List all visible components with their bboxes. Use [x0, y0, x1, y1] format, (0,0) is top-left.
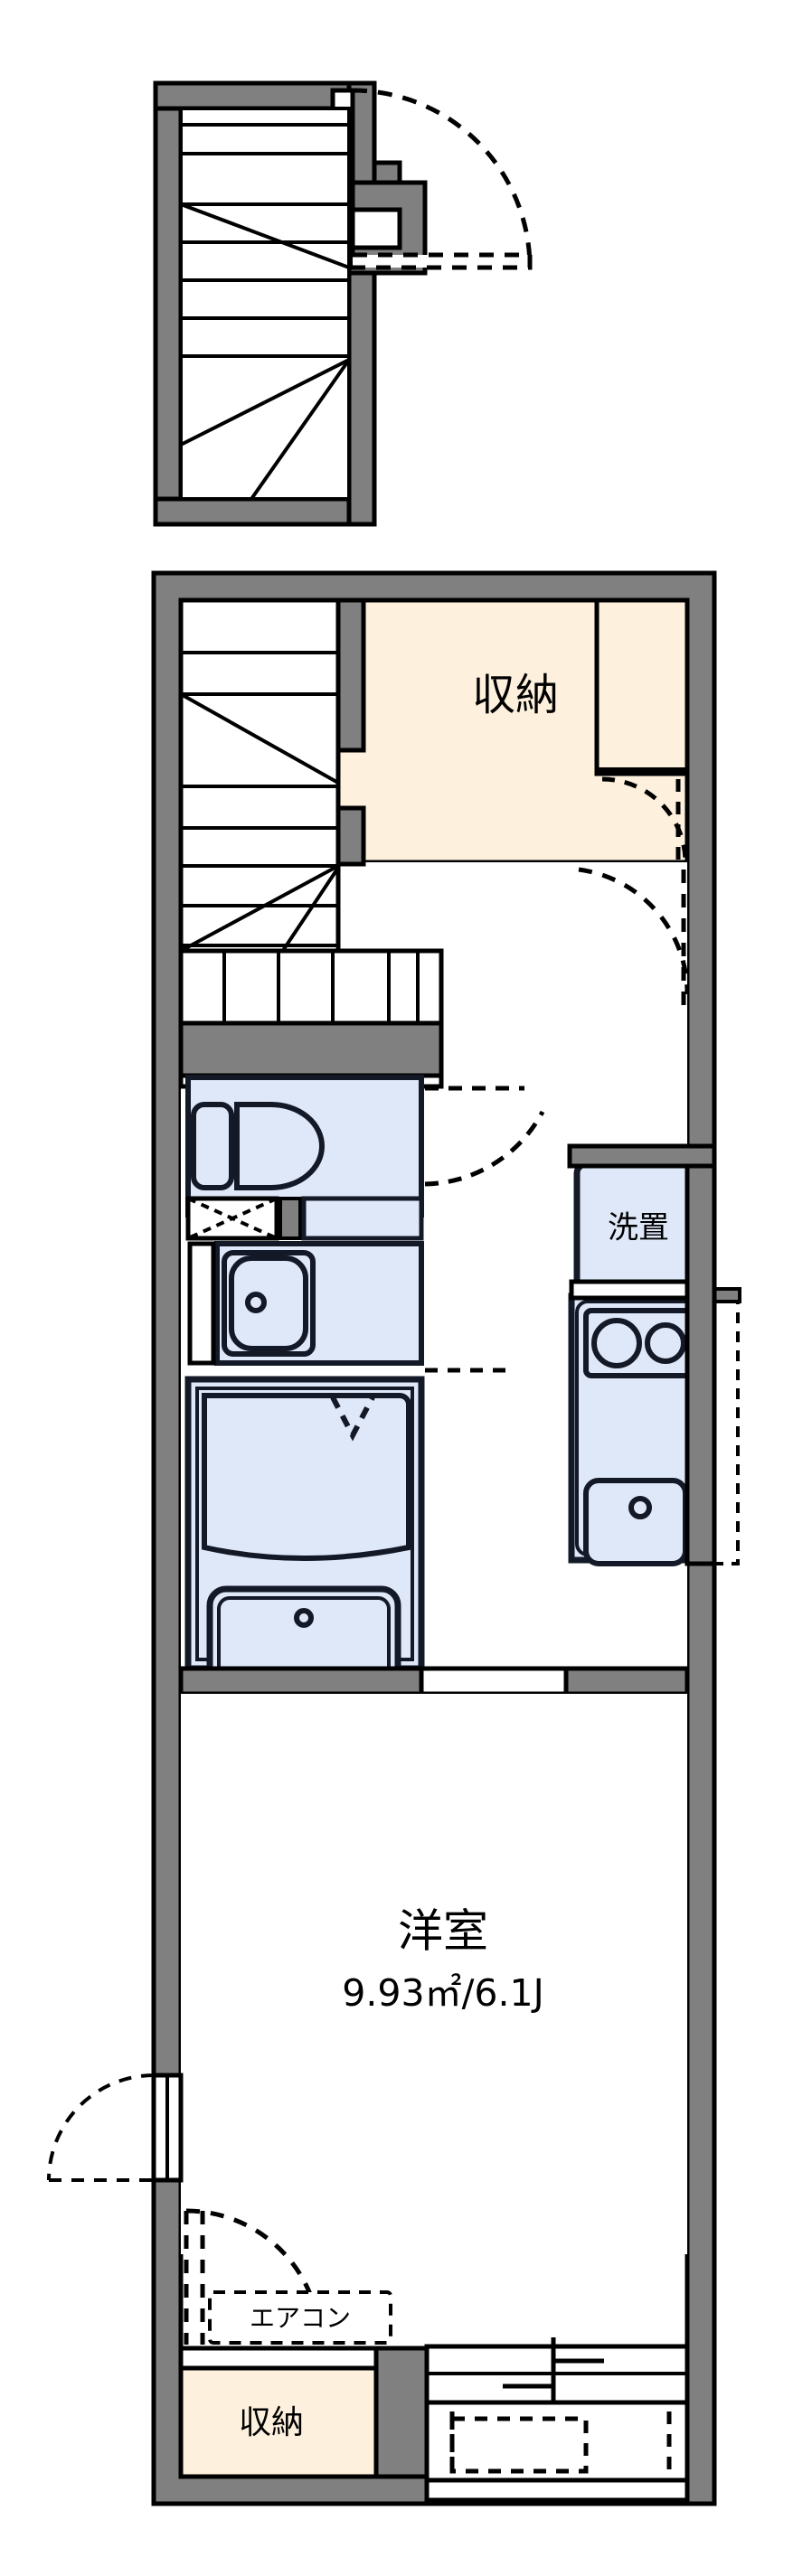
toilet-door [424, 1086, 545, 1187]
room-western [181, 1694, 687, 2254]
label-aircon: エアコン [250, 2303, 351, 2333]
bedroom-window [47, 2073, 184, 2183]
closet-upper-door [601, 776, 688, 863]
upper-floor-stair-plan [153, 80, 533, 527]
vent-panel [185, 1196, 424, 1241]
label-room-area: 9.93㎡/6.1J [342, 1971, 543, 2015]
balcony [424, 2337, 690, 2503]
bedroom-door-opening [419, 1666, 569, 1697]
label-room-western: 洋室 [398, 1905, 488, 1958]
staircase [178, 597, 366, 1017]
aircon-marker [208, 2290, 392, 2345]
label-washer-space: 洗置 [608, 1210, 669, 1246]
main-floor-plan [47, 570, 741, 2506]
kitchen-upper-wall [567, 1143, 717, 1169]
corridor-door-upper [578, 867, 690, 1005]
washbasin-area [187, 1241, 424, 1366]
partition-hall [178, 1020, 444, 1078]
closet-upper-shelf [594, 597, 690, 776]
kitchen-right-wall [685, 1154, 717, 1566]
label-closet-lower: 収納 [239, 2404, 304, 2441]
upper-staircase [179, 107, 351, 501]
room-closet-lower [178, 2346, 430, 2479]
toilet-room [185, 1075, 424, 1217]
label-closet-upper: 収納 [472, 670, 559, 720]
